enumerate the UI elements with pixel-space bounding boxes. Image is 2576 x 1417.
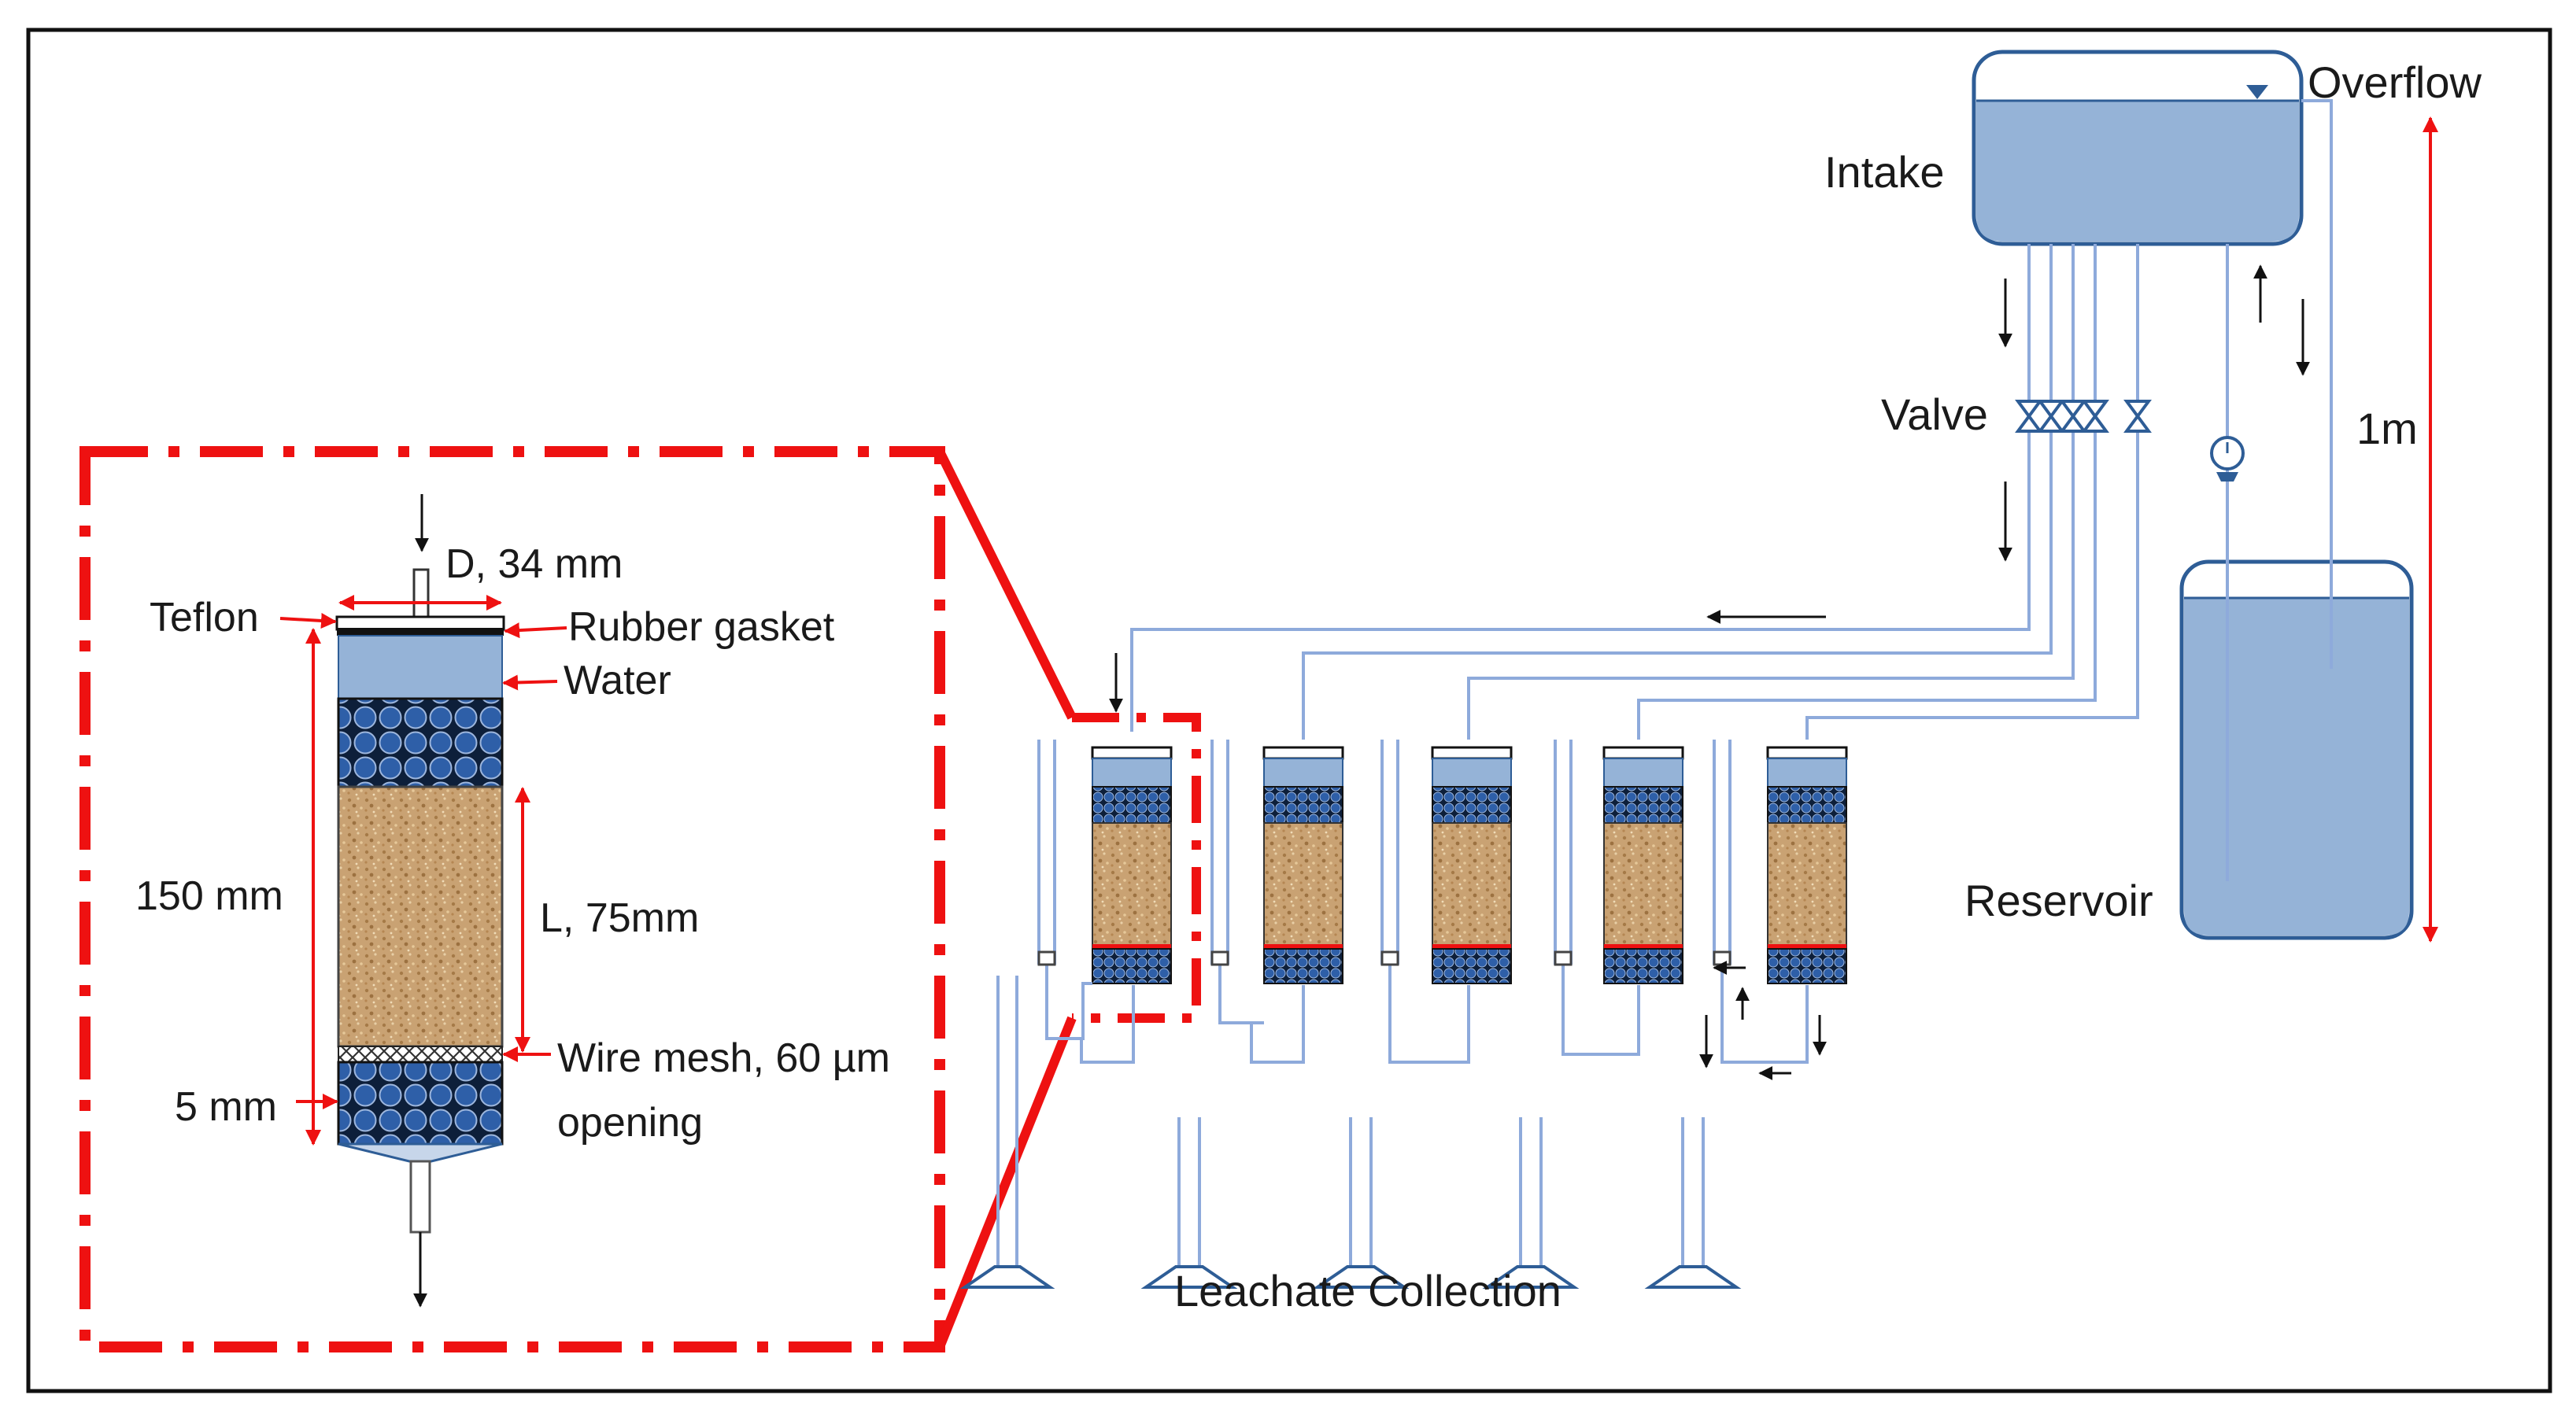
sand-sample: [337, 785, 504, 1048]
water-label: Water: [564, 658, 671, 703]
upper-bead-layer: [337, 697, 504, 788]
reservoir-tank: [2179, 559, 2414, 940]
intake-water: [1976, 101, 2299, 242]
zoom-connector-top: [935, 449, 1077, 720]
bottom-layer-label: 5 mm: [175, 1084, 277, 1130]
leachate-collection-label: Leachate Collection: [1174, 1266, 1561, 1316]
reservoir-water: [2184, 598, 2409, 935]
valve-label: Valve: [1881, 389, 1988, 439]
rubber-gasket-label: Rubber gasket: [568, 604, 835, 650]
wire-mesh-label: Wire mesh, 60 µm: [557, 1035, 890, 1081]
teflon-label: Teflon: [150, 595, 259, 640]
column-4: [1602, 746, 1684, 985]
column-2: [1262, 746, 1344, 985]
inlet-label: D, 34 mm: [445, 541, 623, 587]
figure-frame: [26, 28, 2552, 1393]
zoom-connector-bottom: [935, 1016, 1077, 1349]
reservoir-label: Reservoir: [1964, 876, 2153, 925]
collection-funnels: [959, 1265, 1742, 1289]
water-leader: [502, 674, 558, 691]
sample-length-label: L, 75mm: [540, 895, 699, 941]
large-column: [335, 615, 505, 1308]
wire-mesh-opening-label: opening: [557, 1100, 703, 1146]
inset-column-detail: D, 34 mm Teflon Rubber gasket Water 150 …: [79, 446, 945, 1352]
teflon-leader: [279, 612, 337, 629]
hourglass-valve-icon: [2123, 400, 2152, 433]
column-5: [1766, 746, 1848, 985]
column-height-label: 150 mm: [135, 873, 283, 919]
intake-label: Intake: [1824, 147, 1945, 197]
rubber-gasket: [337, 628, 504, 636]
height-label: 1m: [2356, 404, 2418, 453]
inlet-tube: [412, 568, 430, 618]
valve-row: [2015, 400, 2152, 433]
intake-tank: [1972, 50, 2304, 246]
leachate-tubing: [996, 740, 1809, 1275]
overflow-label: Overflow: [2308, 57, 2482, 107]
column-3: [1431, 746, 1513, 985]
lower-bead-layer: [337, 1061, 504, 1146]
water-layer: [338, 635, 503, 699]
hourglass-valve-icon: [2015, 400, 2043, 433]
inset-dashdot-frame: [79, 446, 945, 1352]
overflow-pipe: [2301, 99, 2333, 669]
pump-gauge-icon: [2210, 436, 2245, 482]
outlet-tube: [409, 1160, 431, 1234]
hourglass-valve-icon: [2059, 400, 2087, 433]
gasket-leader: [504, 622, 567, 639]
hourglass-valve-icon: [2081, 400, 2109, 433]
teflon-cap: [335, 615, 505, 631]
side-valves: [1037, 950, 1732, 966]
hourglass-valve-icon: [2037, 400, 2065, 433]
wire-mesh: [338, 1046, 503, 1063]
column-1: [1091, 746, 1173, 985]
feed-lines: [1130, 244, 2139, 740]
water-level-triangle-icon: [2246, 85, 2268, 99]
column-funnel: [338, 1142, 503, 1163]
